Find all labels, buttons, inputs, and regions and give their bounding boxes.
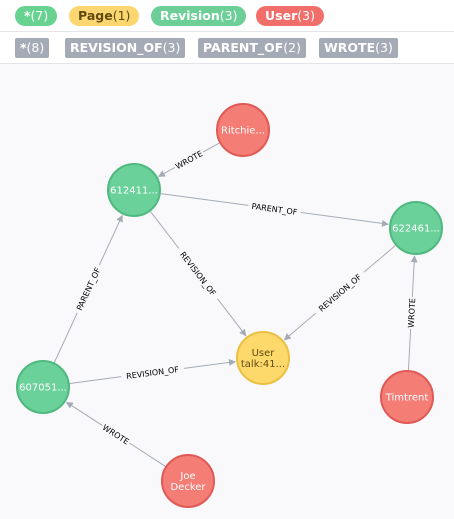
legend-rel-revision-of[interactable]: REVISION_OF(3) (65, 38, 186, 58)
legend-node-user[interactable]: User(3) (256, 6, 324, 26)
relationship-label-background (172, 147, 206, 172)
legend-node-all[interactable]: *(7) (15, 6, 58, 26)
node-circle (380, 370, 434, 424)
legend-node-revision[interactable]: Revision(3) (151, 6, 247, 26)
legend-rel-wrote-name: WROTE (324, 40, 376, 55)
node-rev607[interactable]: 607051... (16, 360, 70, 414)
legend-rel-all[interactable]: *(8) (15, 38, 50, 58)
legend-rel-wrote[interactable]: WROTE(3) (319, 38, 398, 58)
node-circle (107, 163, 161, 217)
node-circle (16, 360, 70, 414)
relationship-label: PARENT_OF (251, 202, 298, 217)
relationship-label-background (174, 245, 222, 302)
node-caption: User (252, 348, 276, 359)
relationship-label-background (247, 200, 302, 218)
legend-node-page-name: Page (78, 8, 113, 23)
node-caption: talk:41... (241, 359, 285, 370)
relationship-label: REVISION_OF (178, 250, 218, 298)
relationship-label-background (405, 296, 418, 330)
relationship-label: REVISION_OF (126, 365, 180, 381)
relationship-label-background (312, 268, 368, 317)
node-timtrent[interactable]: Timtrent (380, 370, 434, 424)
relationship-parent-of[interactable]: PARENT_OF (53, 214, 123, 363)
legend-rel-parent-of-count: (2) (283, 40, 301, 55)
legend-node-page-count: (1) (112, 8, 131, 23)
relationship-label-background (120, 363, 185, 382)
relationship-wrote[interactable]: WROTE (157, 142, 220, 177)
legend-rel-all-count: (8) (26, 40, 45, 55)
relationship-label: REVISION_OF (317, 272, 364, 313)
legend-node-page[interactable]: Page(1) (69, 6, 140, 26)
legend-rel-all-name: * (20, 40, 27, 55)
relationship-wrote[interactable]: WROTE (65, 401, 166, 467)
relationship-label: PARENT_OF (75, 266, 103, 312)
legend-rel-parent-of-name: PARENT_OF (203, 40, 284, 55)
node-caption: Joe (179, 471, 195, 482)
node-circle (236, 331, 290, 385)
node-caption: 622461... (392, 224, 440, 235)
node-circle (216, 103, 270, 157)
node-caption: Decker (170, 482, 206, 493)
legend-rel-revision-of-count: (3) (162, 40, 181, 55)
node-rev612[interactable]: 612411... (107, 163, 161, 217)
relationship-parent-of[interactable]: PARENT_OF (160, 193, 389, 227)
legend-node-user-count: (3) (297, 8, 315, 23)
legend-node-revision-count: (3) (219, 8, 238, 23)
relationship-label-background (99, 421, 133, 448)
relationship-revision-of[interactable]: REVISION_OF (69, 359, 236, 384)
graph-canvas[interactable]: WROTE PARENT_OF REVISION_OF REVISION_OF WROT… (0, 64, 454, 519)
node-rev622[interactable]: 622461... (389, 201, 443, 255)
relationship-label: WROTE (407, 298, 418, 328)
legend-rel-revision-of-name: REVISION_OF (70, 40, 163, 55)
relationship-label: WROTE (174, 149, 204, 171)
relationship-label: WROTE (101, 423, 131, 447)
relationship-revision-of[interactable]: REVISION_OF (150, 211, 247, 337)
node-circle (161, 454, 215, 508)
legend-node-revision-name: Revision (160, 8, 220, 23)
node-ritchie[interactable]: Ritchie... (216, 103, 270, 157)
legend-node-user-name: User (265, 8, 298, 23)
node-caption: 607051... (19, 383, 67, 394)
relationship-wrote[interactable]: WROTE (405, 255, 418, 371)
node-page[interactable]: Usertalk:41... (236, 331, 290, 385)
relationship-label-background (72, 262, 104, 316)
nodes-layer: Ritchie... 612411... 622461... Usertalk:41.… (16, 103, 443, 508)
node-caption: Timtrent (385, 393, 429, 404)
legend-rel-wrote-count: (3) (375, 40, 393, 55)
legend-node-all-name: * (24, 8, 31, 23)
node-label-legend: *(7) Page(1) Revision(3) User(3) (0, 0, 454, 32)
relationship-revision-of[interactable]: REVISION_OF (283, 245, 396, 341)
legend-rel-parent-of[interactable]: PARENT_OF(2) (198, 38, 306, 58)
node-caption: Ritchie... (221, 126, 265, 137)
legend-node-all-count: (7) (30, 8, 49, 23)
node-caption: 612411... (110, 186, 158, 197)
node-circle (389, 201, 443, 255)
